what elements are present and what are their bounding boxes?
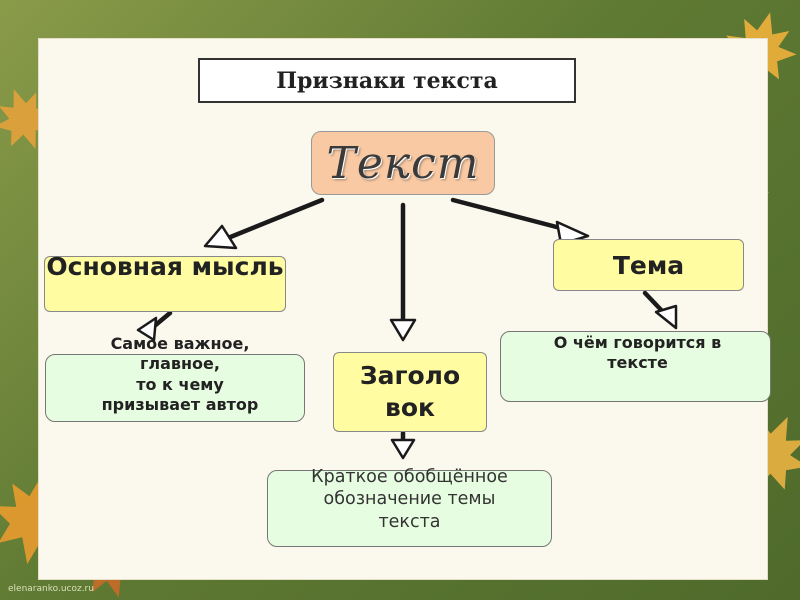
topic-description-box bbox=[500, 331, 771, 402]
arrowhead-icon bbox=[389, 318, 417, 342]
arrowhead-icon bbox=[390, 438, 416, 460]
heading-description: Краткое обобщённое обозначение темы текс… bbox=[311, 467, 508, 532]
arrowhead-icon bbox=[654, 304, 678, 330]
heading-description-box bbox=[267, 470, 552, 547]
arrowhead-icon bbox=[136, 316, 158, 342]
slide-title-text: Признаки текста bbox=[276, 67, 498, 94]
arrow-to-topic bbox=[450, 197, 571, 233]
heading-node: Заголо вок bbox=[333, 352, 487, 432]
arrow-to-main-idea bbox=[225, 197, 325, 241]
arrowhead-icon bbox=[203, 224, 238, 250]
topic-description: О чём говорится в тексте bbox=[553, 333, 722, 373]
main-idea-description-box bbox=[45, 354, 305, 422]
topic-label: Тема bbox=[612, 250, 685, 280]
watermark: elenaranko.ucoz.ru bbox=[8, 584, 94, 594]
slide-title: Признаки текста bbox=[198, 58, 576, 103]
main-idea-description: Самое важное, главное, то к чему призыва… bbox=[101, 334, 259, 415]
heading-label: Заголо вок bbox=[359, 360, 461, 423]
main-idea-label: Основная мысль bbox=[46, 252, 284, 281]
main-idea-node: Основная мысль bbox=[44, 252, 286, 312]
central-node-label: Текст bbox=[326, 137, 480, 189]
central-node: Текст bbox=[311, 131, 495, 195]
topic-node: Тема bbox=[553, 239, 744, 291]
